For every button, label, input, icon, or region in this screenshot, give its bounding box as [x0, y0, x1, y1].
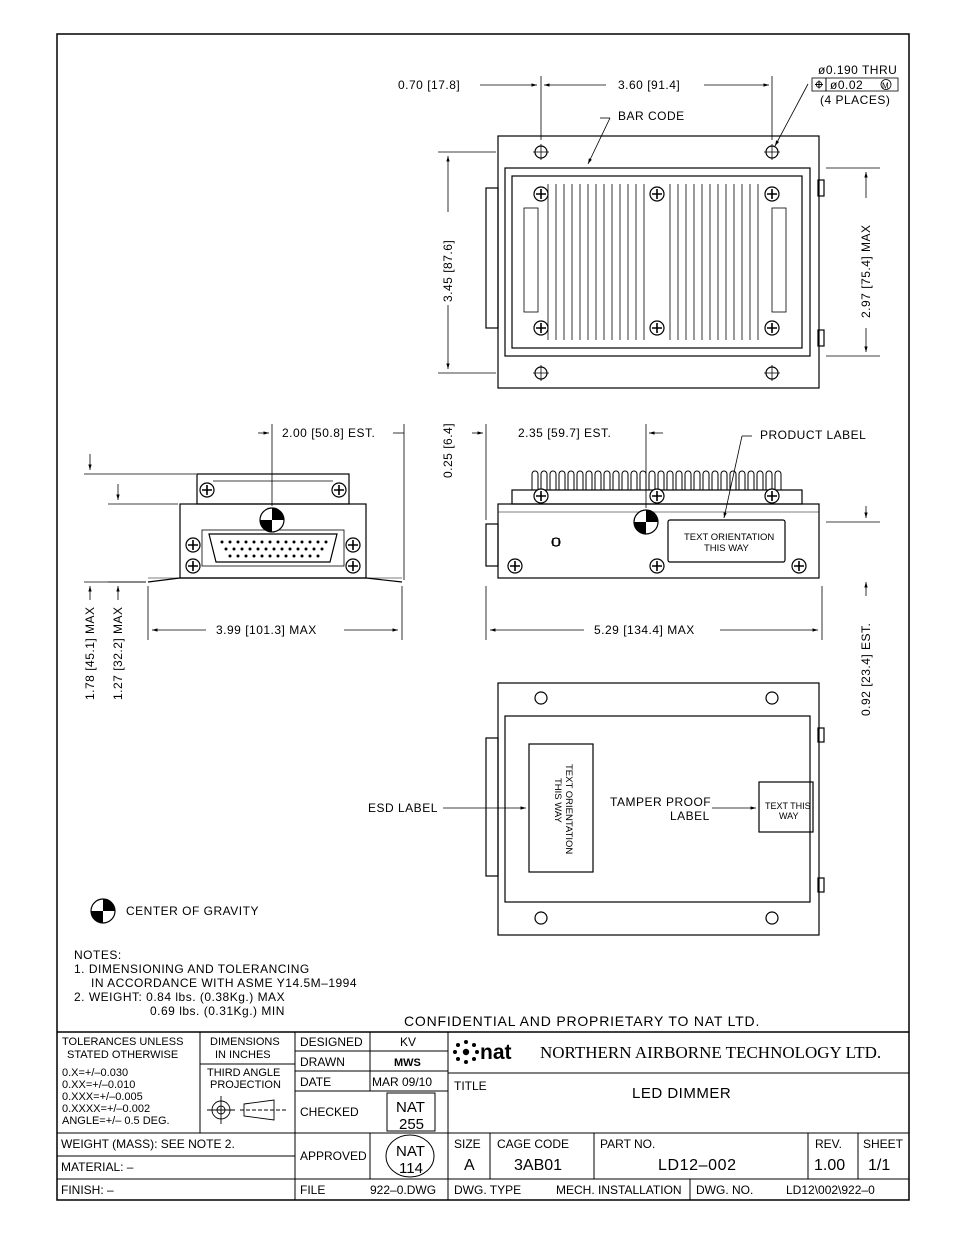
tamper-box-text-2: WAY	[779, 811, 799, 821]
dim-side-cg-height: 0.92 [23.4] EST.	[859, 623, 873, 716]
dim-flange: 0.25 [6.4]	[441, 423, 455, 478]
drawn-value: MWS	[394, 1057, 421, 1069]
date-label: DATE	[300, 1075, 331, 1089]
note-line-1: 1. DIMENSIONING AND TOLERANCING	[74, 962, 310, 976]
approved-stamp-2: 114	[399, 1160, 423, 1177]
checked-stamp-2: 255	[399, 1116, 424, 1133]
sheet-value: 1/1	[868, 1157, 890, 1174]
rev-label: REV.	[815, 1137, 842, 1151]
esd-box-text-1: TEXT ORIENTATION	[563, 764, 574, 854]
file-label: FILE	[300, 1183, 325, 1197]
hole-spec-2: ø0.02	[830, 78, 863, 92]
product-label-text-2: THIS WAY	[704, 543, 750, 554]
tamper-box-text-1: TEXT THIS	[765, 801, 811, 811]
dim-end-cg: 2.00 [50.8] EST.	[282, 426, 375, 440]
dwg-no-value: LD12\002\922–0	[786, 1183, 875, 1197]
checked-label: CHECKED	[300, 1105, 359, 1119]
tamper-label-1: TAMPER PROOF	[610, 795, 711, 809]
bottom-view	[485, 682, 825, 936]
approved-label: APPROVED	[300, 1149, 367, 1163]
confidential-notice: CONFIDENTIAL AND PROPRIETARY TO NAT LTD.	[404, 1013, 760, 1029]
hole-spec-1: ø0.190 THRU	[818, 63, 897, 77]
esd-box-text-2: THIS WAY	[552, 778, 563, 824]
projection-label-1: THIRD ANGLE	[207, 1067, 280, 1079]
title-block	[57, 1031, 909, 1200]
company-logo-text: nat	[480, 1041, 512, 1064]
file-value: 922–0.DWG	[370, 1183, 436, 1197]
hole-spec-3: (4 PLACES)	[820, 93, 890, 107]
dimensions-units-2: IN INCHES	[215, 1049, 271, 1061]
tolerance-line-5: ANGLE=+/– 0.5 DEG.	[62, 1115, 170, 1127]
dim-end-width: 3.99 [101.3] MAX	[216, 623, 317, 637]
dim-side-cg: 2.35 [59.7] EST.	[518, 426, 611, 440]
cage-code-label: CAGE CODE	[497, 1137, 569, 1151]
dimensions-units-1: DIMENSIONS	[210, 1036, 280, 1048]
esd-label-callout: ESD LABEL	[368, 801, 438, 815]
dim-top-height: 3.45 [87.6]	[441, 240, 455, 302]
sheet-label: SHEET	[863, 1137, 904, 1151]
dim-end-height-2: 1.27 [32.2] MAX	[111, 606, 125, 700]
dwg-type-label: DWG. TYPE	[454, 1183, 521, 1197]
date-value: MAR 09/10	[372, 1075, 432, 1089]
notes-title: NOTES:	[74, 948, 122, 962]
drawing-title: LED DIMMER	[632, 1085, 731, 1102]
size-value: A	[464, 1157, 475, 1174]
tolerance-header-1: TOLERANCES UNLESS	[62, 1036, 183, 1048]
end-view	[147, 473, 403, 583]
part-number-label: PART NO.	[600, 1137, 655, 1151]
drawn-label: DRAWN	[300, 1055, 345, 1069]
title-label: TITLE	[454, 1079, 487, 1093]
designed-label: DESIGNED	[300, 1035, 363, 1049]
side-view	[485, 470, 820, 579]
dwg-no-label: DWG. NO.	[696, 1183, 753, 1197]
tolerance-line-3: 0.XXX=+/–0.005	[62, 1091, 143, 1103]
size-label: SIZE	[454, 1137, 481, 1151]
company-name: NORTHERN AIRBORNE TECHNOLOGY LTD.	[540, 1043, 881, 1062]
tolerance-header-2: STATED OTHERWISE	[67, 1049, 178, 1061]
tolerance-line-1: 0.X=+/–0.030	[62, 1067, 128, 1079]
tolerance-line-2: 0.XX=+/–0.010	[62, 1079, 135, 1091]
dim-side-length: 5.29 [134.4] MAX	[594, 623, 695, 637]
dim-top-left: 0.70 [17.8]	[398, 78, 460, 92]
projection-label-2: PROJECTION	[210, 1079, 281, 1091]
nat-logo-icon	[453, 1040, 479, 1064]
note-line-3: 2. WEIGHT: 0.84 lbs. (0.38Kg.) MAX	[74, 990, 285, 1004]
part-number-value: LD12–002	[658, 1157, 737, 1174]
approved-stamp-1: NAT	[396, 1143, 425, 1160]
tamper-label-2: LABEL	[670, 809, 710, 823]
product-label-text-1: TEXT ORIENTATION	[684, 532, 774, 543]
dim-top-max-height: 2.97 [75.4] MAX	[859, 224, 873, 318]
note-line-2: IN ACCORDANCE WITH ASME Y14.5M–1994	[91, 976, 357, 990]
hole-spec-modifier: M	[882, 82, 889, 91]
cg-symbol-icon	[90, 898, 116, 924]
note-line-4: 0.69 lbs. (0.31Kg.) MIN	[150, 1004, 285, 1018]
product-label-callout: PRODUCT LABEL	[760, 428, 866, 442]
weight-field: WEIGHT (MASS): SEE NOTE 2.	[61, 1137, 235, 1151]
dwg-type-value: MECH. INSTALLATION	[556, 1183, 682, 1197]
dim-end-height-1: 1.78 [45.1] MAX	[83, 606, 97, 700]
designed-value: KV	[400, 1035, 416, 1049]
top-view	[485, 135, 825, 389]
tolerance-line-4: 0.XXXX=+/–0.002	[62, 1103, 150, 1115]
sheet-border	[56, 33, 910, 1201]
material-field: MATERIAL: –	[61, 1160, 134, 1174]
third-angle-projection-icon	[207, 1096, 286, 1124]
checked-stamp-1: NAT	[396, 1099, 425, 1116]
legend-cg: CENTER OF GRAVITY	[126, 904, 259, 918]
dim-top-width: 3.60 [91.4]	[618, 78, 680, 92]
finish-field: FINISH: –	[61, 1183, 114, 1197]
cage-code-value: 3AB01	[514, 1157, 562, 1174]
bar-code-label: BAR CODE	[618, 109, 685, 123]
rev-value: 1.00	[814, 1157, 845, 1174]
